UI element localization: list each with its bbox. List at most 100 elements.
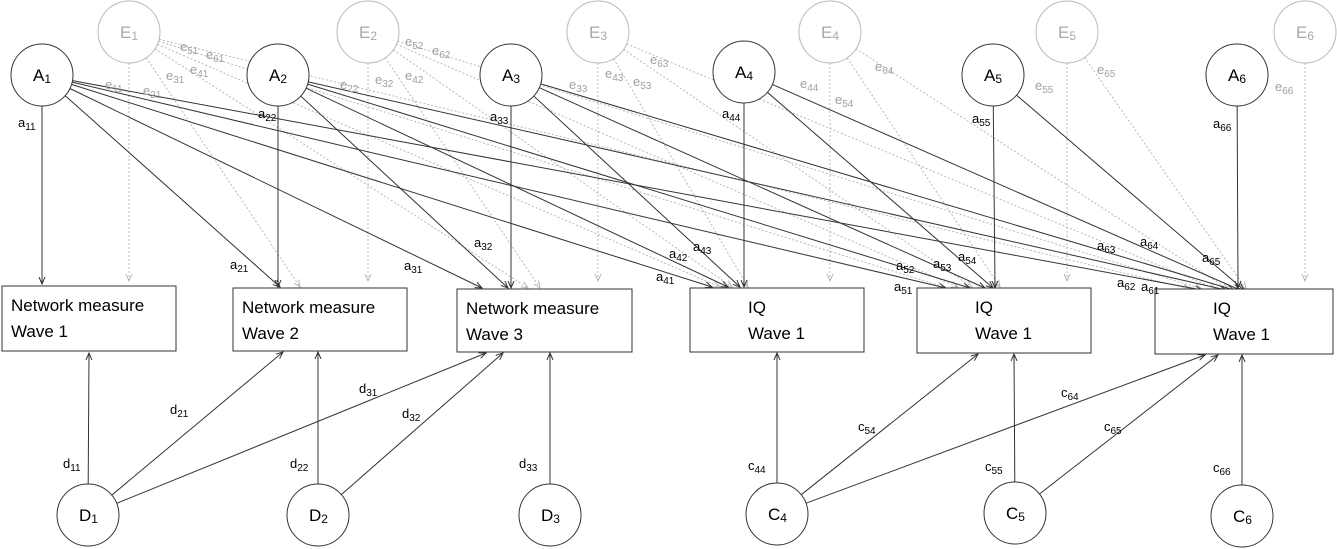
path-e64 [855, 48, 1228, 289]
latent-node-label: D3 [541, 506, 560, 526]
latent-node-d1: D1 [56, 483, 120, 547]
latent-node-label: E1 [120, 23, 138, 43]
latent-node-circle [336, 0, 400, 64]
label-e22: e22 [340, 77, 359, 95]
label-d33: d33 [519, 456, 538, 474]
latent-node-e4: E4 [798, 0, 862, 64]
path-d31 [116, 353, 486, 504]
latent-node-label: E5 [1058, 23, 1076, 43]
path-a32 [300, 95, 508, 288]
latent-node-e2: E2 [336, 0, 400, 64]
latent-node-e1: E1 [97, 0, 161, 64]
label-e66: e66 [1275, 79, 1294, 97]
label-a63: a63 [1097, 238, 1116, 256]
latent-node-circle [10, 43, 74, 107]
label-e51: e51 [180, 39, 199, 57]
label-d11: d11 [63, 456, 81, 474]
latent-node-label: A4 [735, 63, 753, 83]
label-a64: a64 [1140, 234, 1159, 252]
path-c65 [1039, 355, 1218, 495]
label-a32: a32 [474, 235, 493, 253]
path-d32 [340, 353, 503, 495]
path-a41 [71, 83, 712, 287]
latent-node-label: D1 [79, 506, 98, 526]
observed-box-line2: Wave 3 [466, 325, 523, 344]
path-a65 [1016, 94, 1244, 290]
observed-box-frame [916, 287, 1092, 354]
latent-node-c6: C6 [1210, 484, 1274, 548]
path-a55 [993, 105, 995, 288]
label-e32: e32 [375, 72, 394, 90]
label-e33: e33 [569, 77, 588, 95]
label-a33: a33 [490, 109, 509, 127]
latent-node-circle [1210, 484, 1274, 548]
label-e61: e61 [206, 47, 225, 65]
label-e42: e42 [405, 68, 424, 86]
label-a55: a55 [972, 111, 991, 129]
label-e11: e11 [105, 77, 123, 95]
latent-node-a1: A1 [10, 43, 74, 107]
label-a11: a11 [18, 115, 36, 133]
latent-node-c5: C5 [983, 481, 1047, 545]
label-a31: a31 [404, 258, 423, 276]
label-e64: e64 [875, 59, 894, 77]
observed-box-frame [232, 287, 408, 352]
label-e41: e41 [190, 62, 209, 80]
latent-node-e5: E5 [1035, 0, 1099, 64]
label-a51: a51 [894, 279, 913, 297]
latent-node-c4: C4 [745, 482, 809, 546]
latent-node-d3: D3 [518, 483, 582, 547]
latent-node-e3: E3 [566, 0, 630, 64]
latent-node-circle [745, 482, 809, 546]
path-a66 [1237, 105, 1238, 288]
label-c44: c44 [748, 458, 766, 476]
observed-box-line1: Network measure [466, 299, 599, 318]
latent-node-e6: E6 [1273, 0, 1337, 64]
latent-node-a4: A4 [712, 40, 776, 104]
path-c54 [800, 354, 978, 496]
latent-node-circle [712, 40, 776, 104]
latent-node-circle [97, 0, 161, 64]
observed-box-line2: Wave 1 [1213, 325, 1270, 344]
label-d21: d21 [170, 402, 189, 420]
path-a42 [305, 87, 728, 287]
label-d31: d31 [359, 381, 378, 399]
path-e43 [613, 58, 748, 287]
observed-box-frame [456, 288, 633, 353]
label-e31: e31 [166, 68, 185, 86]
path-e61 [159, 38, 1190, 289]
label-e62: e62 [432, 43, 451, 61]
path-c55 [1014, 354, 1015, 483]
label-e65: e65 [1097, 62, 1116, 80]
latent-node-label: A1 [33, 66, 51, 86]
label-a66: a66 [1213, 116, 1232, 134]
latent-node-circle [246, 43, 310, 107]
path-e65 [1084, 57, 1246, 289]
latent-node-label: E2 [359, 23, 377, 43]
path-a43 [533, 95, 740, 287]
path-e31 [154, 48, 528, 288]
latent-node-a2: A2 [246, 43, 310, 107]
path-a64 [772, 84, 1240, 290]
path-a63 [540, 83, 1234, 290]
latent-node-label: C5 [1006, 504, 1025, 524]
label-d32: d32 [402, 406, 421, 424]
label-e54: e54 [835, 92, 854, 110]
additive-path-layer [42, 80, 1244, 290]
observed-box-frame [1154, 288, 1334, 355]
latent-node-label: A6 [1228, 66, 1246, 86]
label-e43: e43 [605, 66, 624, 84]
latent-node-a6: A6 [1205, 43, 1269, 107]
label-d22: d22 [290, 456, 309, 474]
path-a21 [64, 95, 280, 287]
latent-node-d2: D2 [286, 483, 350, 547]
path-a51 [72, 81, 946, 288]
label-c65: c65 [1104, 419, 1122, 437]
bottom-path-layer [88, 352, 1242, 504]
path-d21 [111, 352, 283, 496]
observed-box-frame [689, 287, 865, 353]
observed-box-line2: Wave 1 [748, 324, 805, 343]
latent-node-circle [518, 483, 582, 547]
label-a52: a52 [896, 258, 915, 276]
